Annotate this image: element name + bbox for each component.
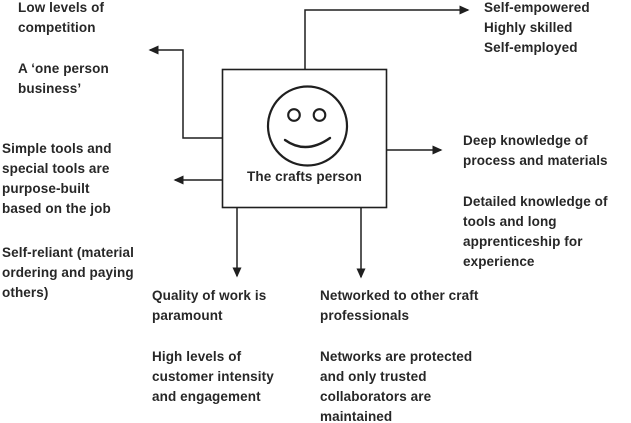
annotation-low-competition: Low levels of competition: [18, 0, 105, 35]
smiley-head: [266, 85, 349, 167]
annotation-detailed-knowledge: Detailed knowledge of tools and long app…: [463, 194, 608, 269]
annotation-simple-tools: Simple tools and special tools are purpo…: [2, 141, 112, 216]
arrow-to-one-person-business: [148, 45, 222, 139]
smiley-left-eye: [287, 108, 301, 122]
smiley-mouth: [283, 136, 332, 149]
annotation-customer-intensity: High levels of customer intensity and en…: [152, 349, 274, 404]
annotation-deep-knowledge: Deep knowledge of process and materials: [463, 133, 608, 168]
annotation-self-empowered: Self-empowered Highly skilled Self-emplo…: [484, 0, 590, 55]
arrow-to-self-empowered: [304, 5, 470, 69]
annotation-self-reliant: Self-reliant (material ordering and payi…: [2, 245, 134, 300]
annotation-networks-protected: Networks are protected and only trusted …: [320, 349, 473, 423]
annotation-one-person-business: A ‘one person business’: [18, 61, 109, 96]
smiley-right-eye: [312, 108, 327, 122]
smiley-face-icon: [266, 85, 349, 167]
annotation-quality-of-work: Quality of work is paramount: [152, 288, 267, 323]
center-box-label: The crafts person: [247, 169, 362, 184]
center-box: [221, 68, 388, 209]
annotation-networked: Networked to other craft professionals: [320, 288, 479, 323]
